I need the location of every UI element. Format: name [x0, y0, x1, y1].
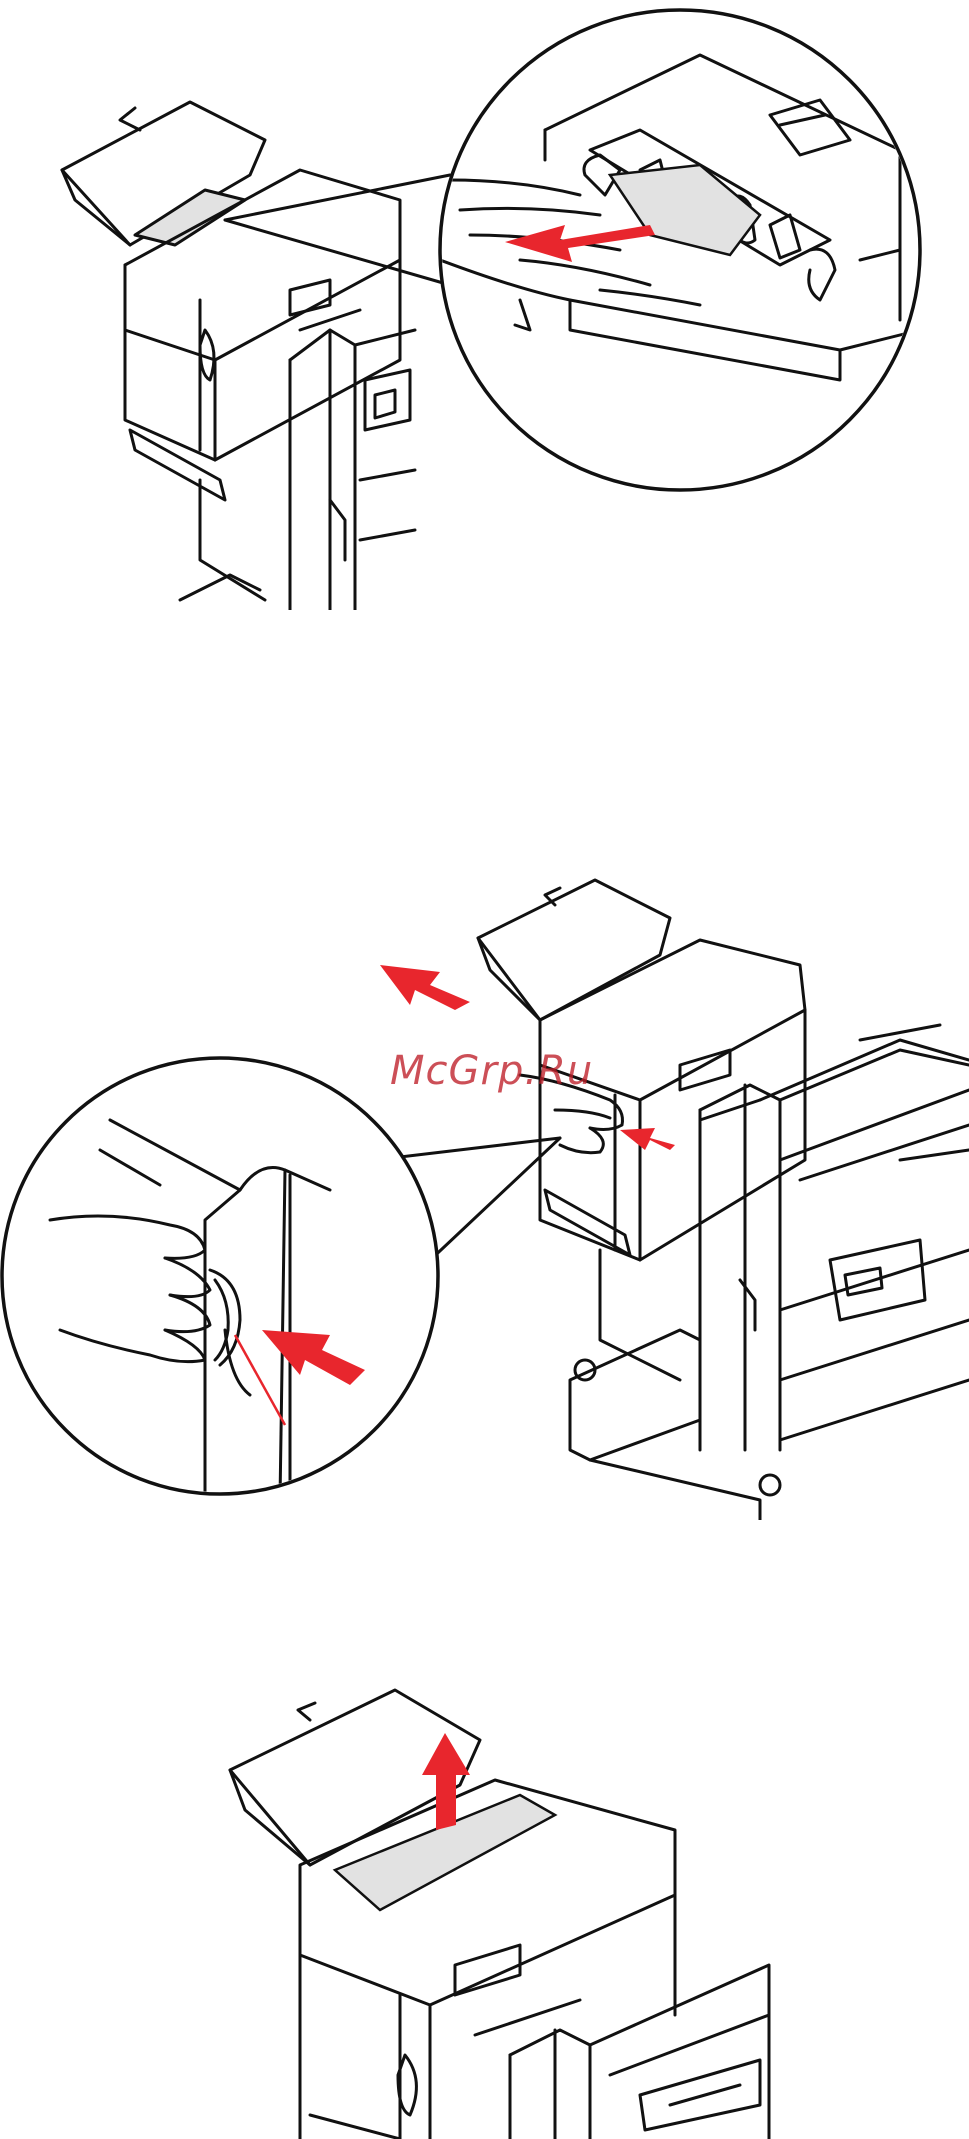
pull-arrow-icon — [380, 965, 470, 1010]
push-arrow-small-icon — [620, 1128, 675, 1150]
finisher-latch-illustration — [0, 860, 969, 1520]
magnified-detail-circle — [440, 10, 920, 490]
illustration-panel-3 — [0, 1675, 969, 2139]
illustration-panel-1 — [0, 0, 969, 610]
watermark: McGrp.Ru — [390, 1048, 593, 1094]
finisher-cover-lift-illustration — [0, 1675, 969, 2139]
output-tray — [478, 880, 670, 1020]
illustration-panel-2 — [0, 860, 969, 1520]
finisher-body — [125, 170, 400, 360]
finisher-tray-jam-illustration — [0, 0, 969, 610]
magnified-latch-circle — [2, 1058, 438, 1500]
paper-sheet — [135, 190, 245, 245]
